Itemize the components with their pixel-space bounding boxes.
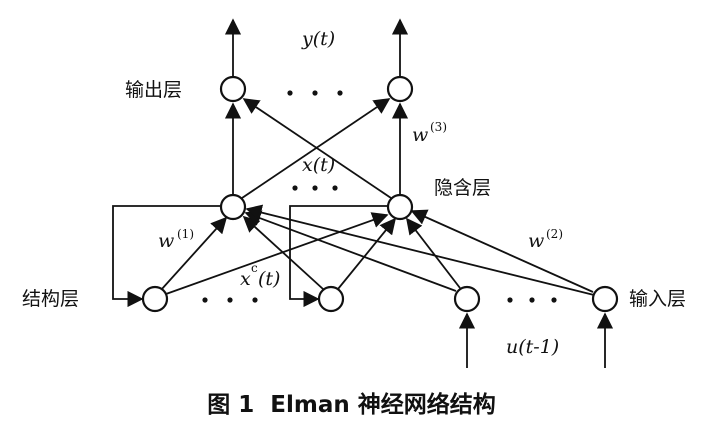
edge-c2-h2 (337, 217, 397, 290)
figure-caption: 图 1 Elman 神经网络结构 (0, 385, 703, 419)
svg-text:w: w (412, 124, 428, 146)
edge-h2-o1 (242, 98, 392, 199)
svg-text:(2): (2) (546, 227, 563, 241)
edge-i2-h2 (410, 209, 594, 293)
input-node-2 (591, 285, 619, 313)
svg-text:w: w (158, 230, 174, 252)
xc-t-label: x c (t) (240, 261, 280, 290)
context-layer-label: 结构层 (22, 288, 79, 310)
hidden-node-1 (219, 193, 247, 221)
svg-text:w: w (528, 230, 544, 252)
svg-text:(3): (3) (430, 120, 447, 134)
edge-c1-h2 (165, 212, 389, 295)
input-node-1 (453, 285, 481, 313)
svg-text:c: c (251, 261, 258, 275)
context-node-1 (141, 285, 169, 313)
output-node-2 (386, 75, 414, 103)
context-ellipsis (202, 297, 258, 303)
w1-label: w (1) (158, 227, 194, 252)
svg-text:(1): (1) (177, 227, 194, 241)
edge-h1-o2 (241, 98, 391, 199)
feedback-h2-c2 (289, 205, 388, 308)
input-ellipsis (507, 297, 557, 303)
figure-number: 图 1 (207, 392, 255, 418)
elman-network-diagram: 输出层 隐含层 结构层 输入层 y(t) x(t) u(t-1) w (1) w… (22, 18, 686, 368)
edge-i1-h2 (406, 217, 461, 289)
context-node-2 (317, 285, 345, 313)
edge-c2-h1 (242, 215, 324, 290)
w2-label: w (2) (528, 227, 563, 252)
input-layer-label: 输入层 (629, 288, 686, 310)
u-t-label: u(t-1) (506, 336, 559, 358)
edge-c1-h1 (160, 216, 228, 291)
hidden-ellipsis (292, 185, 338, 191)
svg-text:x: x (240, 268, 251, 290)
output-ellipsis (287, 90, 343, 96)
feedback-h1-c1 (112, 205, 221, 308)
edge-i1-h1 (244, 210, 457, 292)
edge-i2-h1 (245, 204, 595, 296)
svg-text:(t): (t) (258, 268, 280, 290)
hidden-layer-label: 隐含层 (434, 177, 491, 199)
output-layer-label: 输出层 (125, 79, 182, 101)
y-t-label: y(t) (301, 28, 335, 50)
hidden-node-2 (386, 193, 414, 221)
figure-title: Elman 神经网络结构 (270, 392, 496, 418)
output-node-1 (219, 75, 247, 103)
x-t-label: x(t) (302, 154, 335, 176)
w3-label: w (3) (412, 120, 447, 146)
